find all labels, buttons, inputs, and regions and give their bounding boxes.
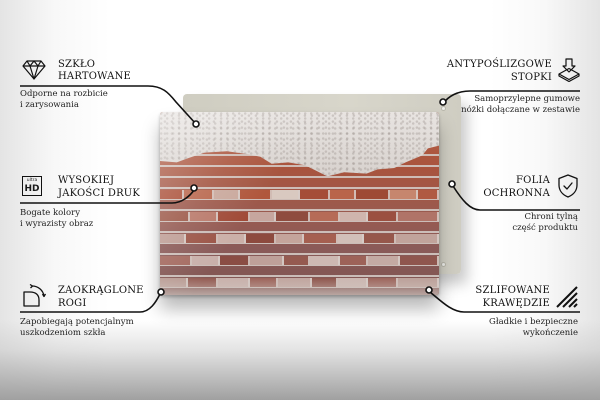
rounded-corner-icon: [23, 284, 46, 307]
feature-title: HARTOWANE: [58, 71, 132, 82]
feature-description: Samoprzylepne gumowe: [474, 94, 580, 104]
press-down-icon: [558, 58, 580, 82]
hd-label: HD: [24, 184, 40, 194]
feature-title: OCHRONNA: [483, 188, 550, 199]
brick-row: [160, 234, 439, 243]
glass-reflection: [160, 112, 439, 295]
feature-description: i zarysowania: [20, 100, 79, 110]
feature-description: wykończenie: [522, 328, 578, 338]
feature-title: FOLIA: [516, 175, 550, 186]
mount-hole: [441, 106, 446, 111]
feature-description: Chroni tylną: [524, 212, 578, 222]
feature-description: Bogate kolory: [20, 208, 80, 218]
feature-title: JAKOŚCI DRUK: [58, 188, 141, 199]
feature-title: WYSOKIEJ: [58, 175, 115, 186]
brick-row: [160, 212, 439, 221]
brick-row: [160, 256, 439, 265]
diamond-icon: [22, 60, 46, 80]
feature-title: ZAOKRĄGLONE: [58, 285, 144, 296]
glass-print-panel: [160, 112, 439, 295]
feature-title: KRAWĘDZIE: [482, 298, 550, 309]
feature-title: ROGI: [58, 298, 87, 309]
feature-title: ANTYPOŚLIZGOWE: [446, 59, 552, 70]
feature-title: SZKŁO: [58, 59, 96, 70]
shield-check-icon: [558, 174, 578, 198]
ultra-hd-icon: ultra HD: [22, 176, 42, 196]
feature-description: nóżki dołączane w zestawie: [461, 105, 580, 115]
ultra-label: ultra: [26, 178, 38, 183]
bottom-plaster: [160, 277, 439, 295]
feature-description: Zapobiegają potencjalnym: [20, 317, 134, 327]
feature-title: STOPKI: [510, 72, 552, 83]
feature-description: część produktu: [512, 223, 578, 233]
mount-hole: [441, 262, 446, 267]
feature-description: uszkodzeniom szkła: [20, 328, 106, 338]
feature-description: i wyrazisty obraz: [20, 219, 94, 229]
feature-description: Gładkie i bezpieczne: [489, 317, 578, 327]
polished-edge-icon: [556, 286, 578, 308]
feature-title: SZLIFOWANE: [475, 285, 550, 296]
brick-row: [160, 190, 439, 199]
feature-description: Odporne na rozbicie: [20, 89, 108, 99]
